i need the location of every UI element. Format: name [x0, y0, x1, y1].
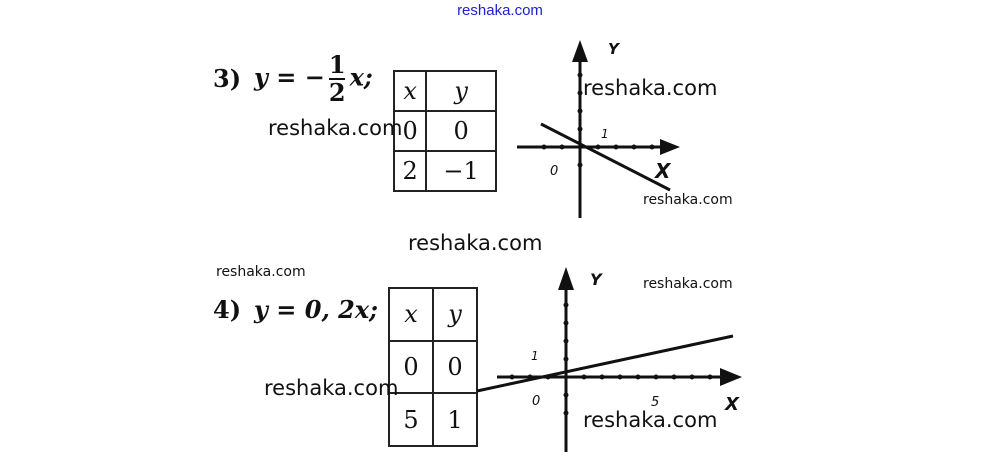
axis-tick: [577, 72, 583, 78]
cell: 1: [432, 392, 478, 447]
graph-3: Y X 0 1: [517, 40, 680, 218]
axis-tick: [563, 410, 569, 416]
axis-tick: [577, 90, 583, 96]
axis-tick: [563, 284, 569, 290]
cell: −1: [425, 150, 497, 192]
cell: 0: [388, 339, 434, 395]
axis-tick: [707, 374, 713, 380]
axis-tick: [631, 144, 637, 150]
watermark: reshaka.com: [583, 76, 718, 100]
x-axis-arrow: [720, 368, 742, 386]
ticks: [541, 54, 655, 168]
ticks: [509, 284, 731, 416]
header-y: y: [432, 287, 478, 342]
problem-4-equation: y = 0, 2x;: [254, 295, 379, 324]
axis-tick: [613, 144, 619, 150]
axis-tick: [649, 144, 655, 150]
y-axis-label: Y: [608, 40, 621, 58]
axis-tick: [563, 392, 569, 398]
axis-tick: [541, 144, 547, 150]
axis-tick: [577, 54, 583, 60]
header-x: x: [388, 287, 434, 342]
cell: 2: [392, 150, 428, 192]
function-line: [476, 334, 734, 393]
fraction-numerator: 1: [328, 50, 346, 79]
axis-tick: [653, 374, 659, 380]
axis-tick: [563, 302, 569, 308]
axis-tick: [559, 144, 565, 150]
graph-4: Y X 0 1 5: [476, 267, 742, 452]
equation-lhs: y = −: [254, 62, 325, 92]
watermark: reshaka.com: [264, 376, 399, 400]
header-x: x: [392, 70, 428, 112]
problem-4-number: 4): [213, 295, 242, 324]
function-line: [540, 122, 671, 192]
watermark: reshaka.com: [408, 231, 543, 255]
watermark: reshaka.com: [643, 192, 733, 208]
tick-label-x: 5: [651, 395, 659, 410]
axis-tick: [563, 338, 569, 344]
x-axis-label: X: [653, 159, 672, 183]
axis-tick: [617, 374, 623, 380]
axis-tick: [577, 162, 583, 168]
site-link[interactable]: reshaka.com: [457, 2, 543, 19]
axis-tick: [671, 374, 677, 380]
y-axis-label: Y: [590, 270, 603, 289]
axis-tick: [577, 108, 583, 114]
problem-3-number: 3): [213, 64, 242, 93]
axis-tick: [563, 320, 569, 326]
axis-tick: [689, 374, 695, 380]
axis-tick: [577, 126, 583, 132]
axis-tick: [509, 374, 515, 380]
axis-tick: [635, 374, 641, 380]
watermark: reshaka.com: [643, 276, 733, 292]
watermark: reshaka.com: [216, 264, 306, 280]
axis-tick: [581, 374, 587, 380]
y-axis-arrow: [572, 40, 588, 62]
cell: 0: [432, 339, 478, 395]
axis-tick: [599, 374, 605, 380]
cell: 0: [392, 110, 428, 152]
tick-label-y: 1: [531, 349, 539, 363]
origin-label: 0: [550, 164, 558, 179]
header-y: y: [425, 70, 497, 112]
cell: 0: [425, 110, 497, 152]
cell: 5: [388, 392, 434, 447]
origin-label: 0: [532, 394, 540, 409]
x-axis-arrow: [660, 139, 680, 155]
axis-tick: [595, 144, 601, 150]
y-axis-arrow: [558, 267, 574, 290]
axis-tick: [725, 374, 731, 380]
equation-rhs: x;: [349, 62, 373, 92]
x-axis-label: X: [724, 394, 740, 415]
tick-label: 1: [601, 127, 609, 141]
fraction-denominator: 2: [328, 78, 346, 107]
watermark: reshaka.com: [268, 116, 403, 140]
watermark: reshaka.com: [583, 408, 718, 432]
axis-tick: [563, 356, 569, 362]
